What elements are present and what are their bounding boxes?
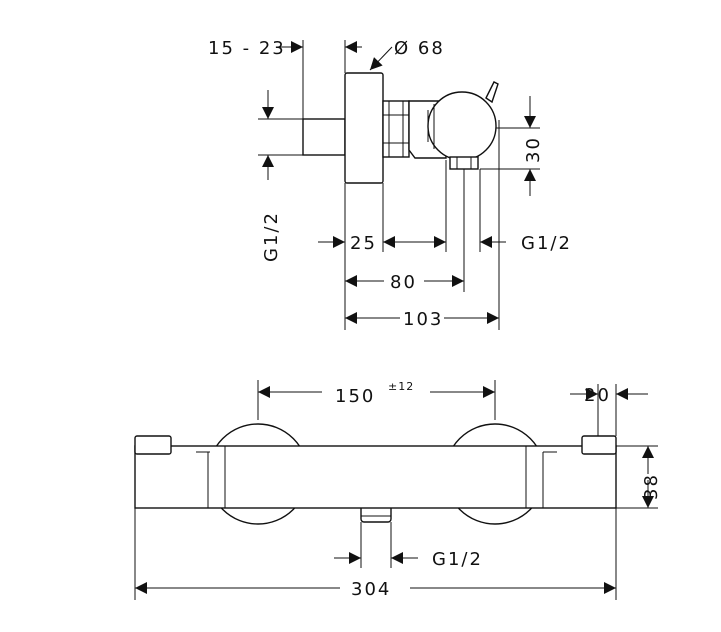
dim-center-distance-label: 150	[335, 386, 375, 407]
inlet-stub	[302, 118, 346, 156]
dim-end-length-label: 20	[584, 385, 611, 406]
dim-depth-80-label: 80	[390, 272, 417, 293]
dim-outlet-thread-label: G1/2	[521, 233, 572, 254]
handle-knob	[427, 91, 497, 161]
dim-height-label: 30	[523, 136, 544, 163]
dim-overall-length-label: 304	[351, 579, 391, 600]
mixer-body-front	[134, 445, 617, 509]
dim-projection-label: 15 - 23	[208, 38, 286, 59]
dim-diameter-label: Ø 68	[394, 38, 445, 59]
dim-leader-diameter	[369, 46, 393, 71]
union-nut	[382, 100, 410, 158]
side-view: 15 - 23 Ø 68 G1/2 30 25 G1/2 80 103	[208, 38, 572, 330]
dim-body-height-label: 38	[641, 473, 662, 500]
dim-offset-25-label: 25	[350, 233, 377, 254]
dim-front-outlet-thread-label: G1/2	[432, 549, 483, 570]
knob-indicator	[485, 81, 499, 104]
end-cap-right	[581, 435, 617, 455]
dim-inlet-thread-label: G1/2	[261, 211, 282, 262]
front-view: 150 ±12 20 38 G1/2 304	[134, 380, 662, 600]
escutcheon-side	[344, 72, 384, 184]
dim-depth-103-label: 103	[403, 309, 443, 330]
end-cap-left	[134, 435, 172, 455]
outlet-nut	[449, 156, 479, 170]
dim-tolerance-label: ±12	[388, 380, 414, 393]
